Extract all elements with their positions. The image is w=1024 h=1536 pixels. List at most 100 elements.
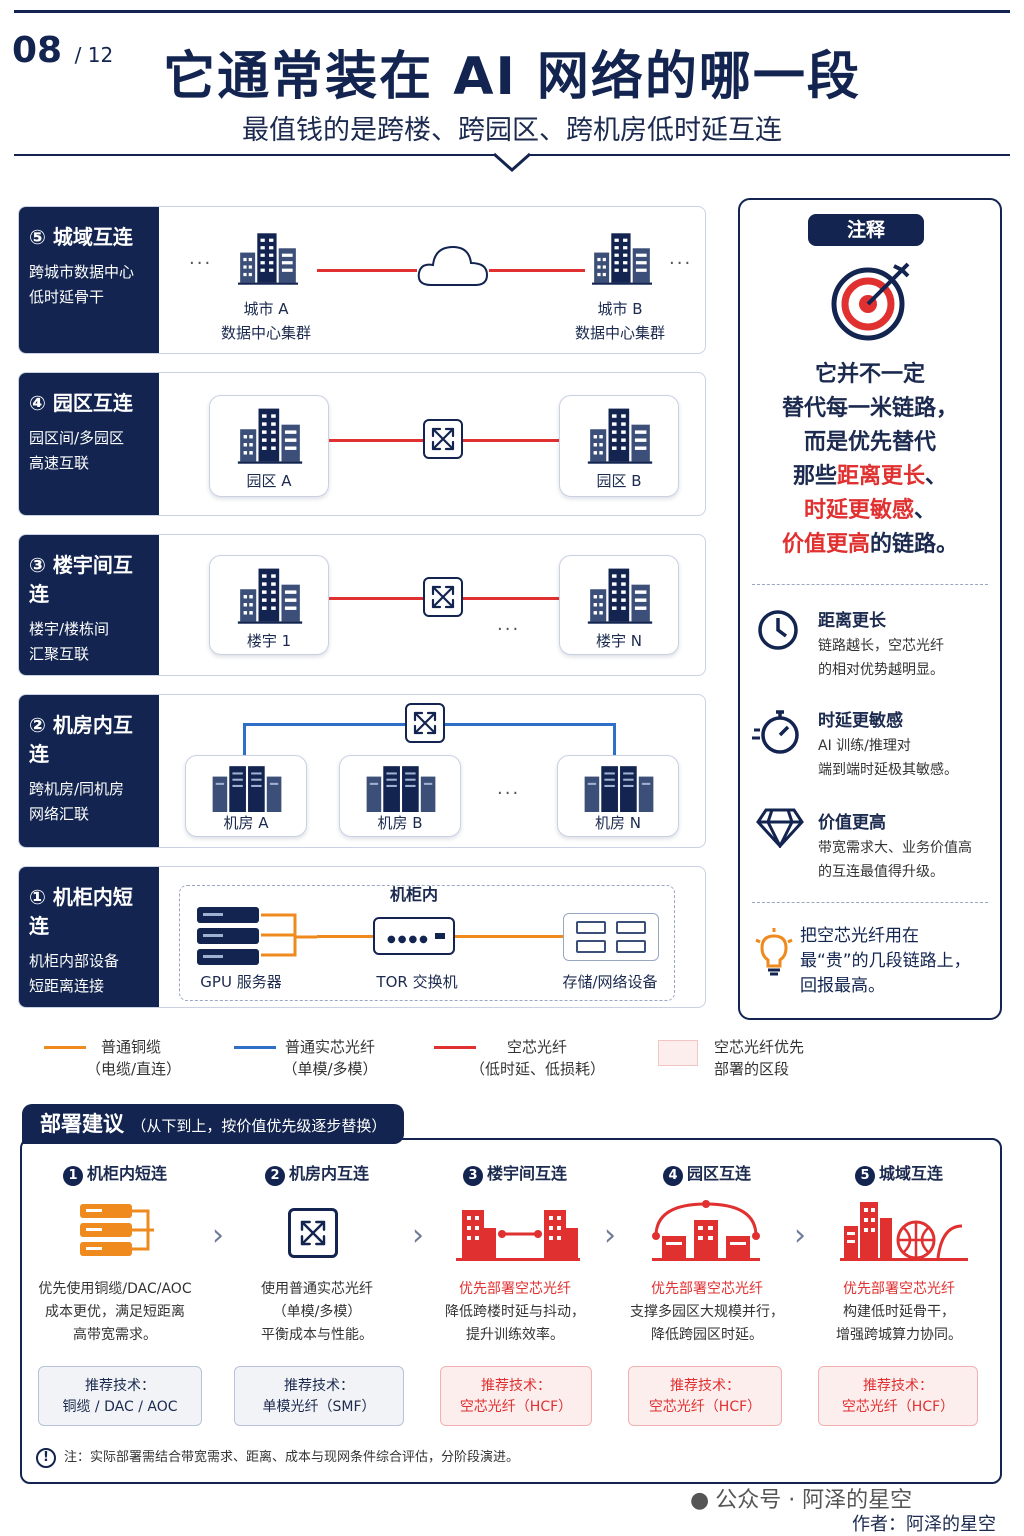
- legend-priority-swatch: [658, 1040, 698, 1066]
- wechat-icon: ●: [690, 1488, 710, 1513]
- row-rack: ① 机柜内短连 机柜内部设备 短距离连接 机柜内 GPU 服务器 ●●●● TO…: [18, 866, 706, 1008]
- watermark-account: ●公众号 · 阿泽的星空: [690, 1488, 913, 1513]
- city-a-building-icon: [238, 233, 298, 285]
- ellipsis: ···: [497, 783, 521, 804]
- legend-solid-fiber: 普通实芯光纤（单模/多模）: [282, 1038, 378, 1078]
- deploy-desc: 使用普通实芯光纤（单模/多模）平衡成本与性能。: [261, 1281, 373, 1343]
- chevron-down-icon: [493, 152, 531, 173]
- footnote: !注：实际部署需结合带宽需求、距离、成本与现网条件综合评估，分阶段演进。: [36, 1446, 519, 1468]
- building-1-box: 楼宇 1: [209, 555, 329, 655]
- row-label: ② 机房内互连 跨机房/同机房 网络汇联: [19, 695, 159, 847]
- notes-panel: [738, 198, 1002, 1020]
- stopwatch-icon: [752, 710, 799, 754]
- ellipsis: ···: [497, 619, 521, 640]
- room-n-box: 机房 N: [557, 755, 679, 837]
- recommend-box: 推荐技术：单模光纤（SMF）: [234, 1366, 404, 1426]
- deployment-header: 部署建议 （从下到上，按价值优先级逐步替换）: [22, 1104, 405, 1144]
- top-rule: [14, 10, 1010, 13]
- notes-header: 注释: [808, 214, 924, 246]
- switch-icon: [423, 419, 463, 459]
- note-item-desc: AI 训练/推理对端到端时延极其敏感。: [818, 738, 958, 778]
- city-b-building-icon: [592, 233, 652, 285]
- row-label: ⑤ 城域互连 跨城市数据中心 低时延骨干: [19, 207, 159, 353]
- storage-label: 存储/网络设备: [562, 973, 658, 991]
- switch-icon: [423, 577, 463, 617]
- recommend-box: 推荐技术：空芯光纤（HCF）: [818, 1366, 978, 1426]
- building-link-icon: [456, 1210, 580, 1261]
- note-item-title: 时延更敏感: [818, 711, 903, 731]
- switch-icon: [288, 1208, 338, 1258]
- note-item-desc: 链路越长，空芯光纤的相对优势越明显。: [818, 638, 944, 678]
- deploy-desc: 优先部署空芯光纤构建低时延骨干，增强跨城算力协同。: [836, 1281, 962, 1343]
- server-stack-icon: [80, 1204, 154, 1256]
- legend-priority-zone: 空芯光纤优先部署的区段: [714, 1038, 805, 1078]
- page-subtitle: 最值钱的是跨楼、跨园区、跨机房低时延互连: [242, 115, 782, 146]
- page-title: 它通常装在 AI 网络的哪一段: [163, 47, 861, 107]
- target-icon: [831, 262, 910, 341]
- campus-icon: [652, 1200, 760, 1261]
- tip-text: 把空芯光纤用在最“贵”的几段链路上，回报最高。: [800, 926, 971, 996]
- deploy-desc: 优先部署空芯光纤降低跨楼时延与抖动，提升训练效率。: [445, 1281, 585, 1343]
- recommend-box: 推荐技术：空芯光纤（HCF）: [628, 1366, 782, 1426]
- gpu-label: GPU 服务器: [200, 973, 282, 991]
- row-label: ④ 园区互连 园区间/多园区 高速互联: [19, 373, 159, 515]
- legend-hollow-fiber: 空芯光纤（低时延、低损耗）: [470, 1038, 606, 1078]
- notes-statement: 它并不一定 替代每一米链路， 而是优先替代 那些距离更长、 时延更敏感、 价值更…: [781, 362, 959, 557]
- ellipsis: ···: [669, 253, 693, 274]
- note-item-title: 价值更高: [818, 813, 886, 833]
- recommend-box: 推荐技术：空芯光纤（HCF）: [440, 1366, 592, 1426]
- building-icon: [237, 408, 303, 464]
- deploy-desc: 优先部署空芯光纤支撑多园区大规模并行，降低跨园区时延。: [630, 1281, 784, 1343]
- recommend-box: 推荐技术：铜缆 / DAC / AOC: [38, 1366, 202, 1426]
- rack-dashed-area: [179, 885, 675, 1001]
- row-label: ③ 楼宇间互连 楼宇/楼栋间 汇聚互联: [19, 535, 159, 675]
- chevron-right-icon: ›: [794, 1218, 806, 1253]
- deployment-panel: [20, 1138, 1002, 1484]
- campus-b-box: 园区 B: [559, 395, 679, 497]
- building-icon: [587, 408, 653, 464]
- server-rack-icon: [584, 766, 654, 812]
- room-b-box: 机房 B: [339, 755, 461, 837]
- lightbulb-icon: [755, 928, 793, 976]
- building-icon: [587, 568, 653, 624]
- room-a-box: 机房 A: [185, 755, 307, 837]
- note-item-desc: 带宽需求大、业务价值高的互连最值得升级。: [818, 840, 972, 880]
- ellipsis: ···: [189, 253, 213, 274]
- row-building: ③ 楼宇间互连 楼宇/楼栋间 汇聚互联 楼宇 1 ··· 楼宇 N: [18, 534, 706, 676]
- clock-icon: [758, 610, 798, 650]
- rack-inner-label: 机柜内: [389, 885, 438, 904]
- row-campus: ④ 园区互连 园区间/多园区 高速互联 园区 A 园区 B: [18, 372, 706, 516]
- chevron-right-icon: ›: [412, 1218, 424, 1253]
- server-rack-icon: [366, 766, 436, 812]
- chevron-right-icon: ›: [212, 1218, 224, 1253]
- page-number: 08 / 12: [12, 30, 114, 71]
- gpu-server-icon: [197, 907, 259, 965]
- row-datahall: ② 机房内互连 跨机房/同机房 网络汇联 机房 A 机房 B ··· 机房 N: [18, 694, 706, 848]
- copper-links: [261, 913, 317, 957]
- tor-switch-icon: ●●●●: [373, 917, 455, 955]
- tor-label: TOR 交换机: [376, 973, 458, 991]
- watermark-author: 作者：阿泽的星空: [852, 1514, 996, 1535]
- row-label: ① 机柜内短连 机柜内部设备 短距离连接: [19, 867, 159, 1007]
- building-n-box: 楼宇 N: [559, 555, 679, 655]
- diamond-icon: [756, 808, 804, 848]
- switch-icon: [405, 703, 445, 743]
- server-rack-icon: [212, 766, 282, 812]
- chevron-right-icon: ›: [604, 1218, 616, 1253]
- legend-copper: 普通铜缆（电缆/直连）: [86, 1038, 182, 1078]
- note-item-title: 距离更长: [818, 611, 886, 631]
- storage-icon: [563, 913, 659, 961]
- cloud-icon: [417, 245, 489, 286]
- info-icon: !: [36, 1448, 56, 1468]
- campus-a-box: 园区 A: [209, 395, 329, 497]
- building-icon: [237, 568, 303, 624]
